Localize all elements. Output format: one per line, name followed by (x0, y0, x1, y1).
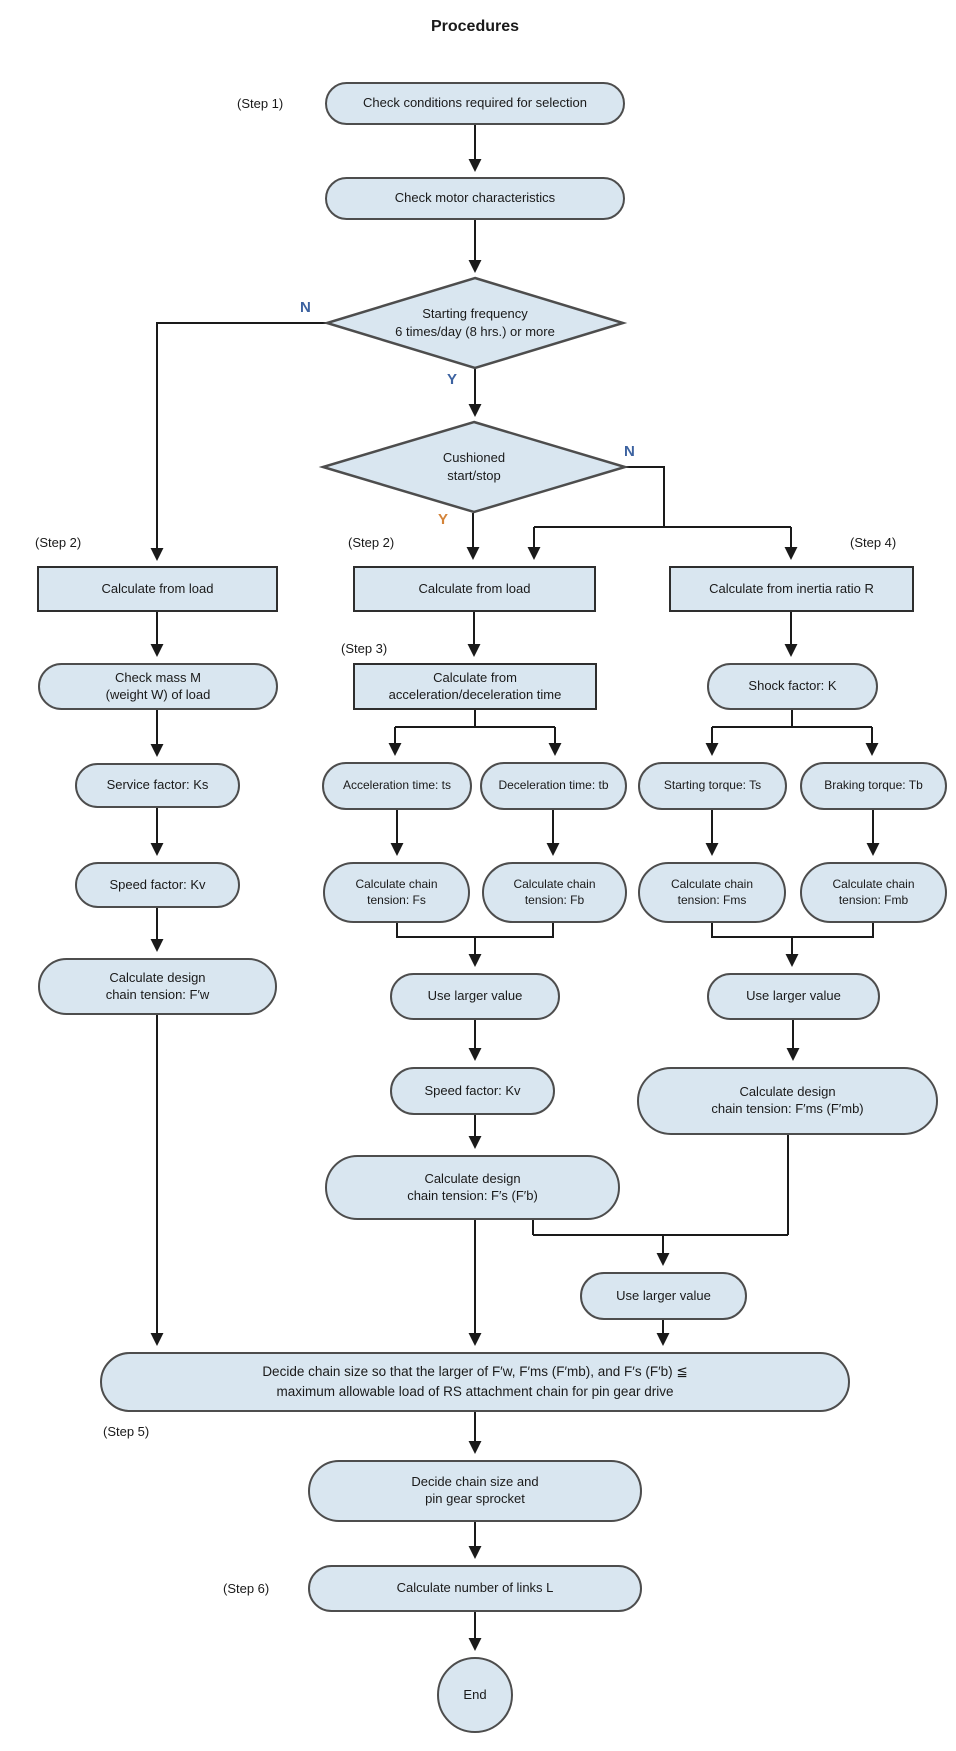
node-decide-chain-size: Decide chain size so that the larger of … (100, 1352, 850, 1412)
branch-yes-1: Y (447, 371, 458, 388)
node-decide-sprocket: Decide chain size and pin gear sprocket (308, 1460, 642, 1522)
node-check-mass: Check mass M (weight W) of load (38, 663, 278, 710)
node-braking-torque: Braking torque: Tb (800, 762, 947, 810)
node-shock-factor: Shock factor: K (707, 663, 878, 710)
node-design-fw: Calculate design chain tension: F′w (38, 958, 277, 1015)
step5-label: (Step 5) (103, 1424, 150, 1439)
node-speed-factor-left: Speed factor: Kv (75, 862, 240, 908)
node-starting-torque: Starting torque: Ts (638, 762, 787, 810)
step1-label: (Step 1) (237, 96, 284, 111)
node-end: End (437, 1657, 513, 1733)
node-accel-time: Acceleration time: ts (322, 762, 472, 810)
node-tension-fmb: Calculate chain tension: Fmb (800, 862, 947, 923)
node-calc-accel-decel: Calculate from acceleration/deceleration… (353, 663, 597, 710)
node-service-factor: Service factor: Ks (75, 763, 240, 808)
node-use-larger-mid: Use larger value (390, 973, 560, 1020)
step6-label: (Step 6) (223, 1581, 270, 1596)
branch-yes-2: Y (438, 511, 449, 528)
node-design-fms: Calculate design chain tension: F′ms (F′… (637, 1067, 938, 1135)
step2-left-label: (Step 2) (35, 535, 82, 550)
step3-label: (Step 3) (341, 641, 388, 656)
branch-no-1: N (300, 299, 311, 316)
node-check-conditions: Check conditions required for selection (325, 82, 625, 125)
node-tension-fms: Calculate chain tension: Fms (638, 862, 786, 923)
node-speed-factor-mid: Speed factor: Kv (390, 1067, 555, 1115)
step2-mid-label: (Step 2) (348, 535, 395, 550)
node-tension-fb: Calculate chain tension: Fb (482, 862, 627, 923)
node-design-fs: Calculate design chain tension: F′s (F′b… (325, 1155, 620, 1220)
diamond-starting-frequency-text: Starting frequency 6 times/day (8 hrs.) … (395, 306, 555, 339)
branch-no-2: N (624, 443, 635, 460)
node-use-larger-merge: Use larger value (580, 1272, 747, 1320)
step4-label: (Step 4) (850, 535, 897, 550)
node-decel-time: Deceleration time: tb (480, 762, 627, 810)
decision-diamond-cushioned (318, 420, 630, 514)
node-calc-links: Calculate number of links L (308, 1565, 642, 1612)
diamond-cushioned-text: Cushioned start/stop (442, 450, 506, 483)
decision-diamond-starting-frequency (322, 276, 628, 370)
page-title: Procedures (430, 18, 520, 35)
node-check-motor: Check motor characteristics (325, 177, 625, 220)
node-calc-load-mid: Calculate from load (353, 566, 596, 612)
node-calc-load-left: Calculate from load (37, 566, 278, 612)
node-use-larger-right: Use larger value (707, 973, 880, 1020)
node-tension-fs: Calculate chain tension: Fs (323, 862, 470, 923)
node-calc-inertia: Calculate from inertia ratio R (669, 566, 914, 612)
